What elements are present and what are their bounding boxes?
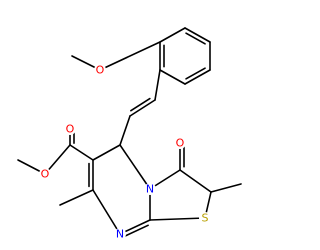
atom-label-n-ring-imine: N xyxy=(114,228,126,241)
bond-n4-c5 xyxy=(119,144,151,190)
bond-b1-om xyxy=(99,41,161,71)
bond-lines xyxy=(17,27,242,237)
chemical-structure-diagram: O O O O N N S xyxy=(17,27,242,241)
bond-b5-b6 xyxy=(159,69,186,85)
bond-b4-b5 xyxy=(184,69,211,85)
bond-c5-c6 xyxy=(92,144,121,161)
bond-b4-b5-double xyxy=(185,67,206,80)
bond-s1-c8a xyxy=(149,217,206,221)
bond-v2-c5 xyxy=(119,115,131,146)
bond-b6-v1 xyxy=(154,69,161,101)
bond-n8-c8a-double xyxy=(124,224,149,237)
bond-b2-b3-double xyxy=(185,32,206,45)
bond-c7-n8 xyxy=(92,189,121,235)
bond-c7-me7 xyxy=(59,189,94,206)
bond-v1-v2-double xyxy=(130,97,151,112)
oxygen-label: O xyxy=(176,137,185,150)
bond-b1-b2 xyxy=(159,27,186,43)
atom-label-o-ketone: O xyxy=(174,137,186,150)
bond-c3-c2 xyxy=(179,169,212,193)
bond-c6-ce xyxy=(69,144,94,161)
sulfur-label: S xyxy=(202,212,209,225)
atom-label-s-thiazole: S xyxy=(199,212,211,225)
oxygen-label: O xyxy=(66,123,75,136)
nitrogen-label: N xyxy=(116,228,124,241)
bond-b2-b3 xyxy=(184,27,211,43)
atom-label-o-ester-ether: O xyxy=(39,168,51,181)
atom-label-o-ester-carbonyl: O xyxy=(64,123,76,136)
nitrogen-label: N xyxy=(146,183,154,196)
bond-c2-me2 xyxy=(210,183,242,193)
atom-label-n-ring-fused: N xyxy=(144,183,156,196)
oxygen-label: O xyxy=(41,168,50,181)
bond-ce-oe xyxy=(44,144,71,175)
oxygen-label: O xyxy=(96,64,105,77)
atom-label-o-methoxy: O xyxy=(94,64,106,77)
bond-v1-v2 xyxy=(129,99,156,117)
